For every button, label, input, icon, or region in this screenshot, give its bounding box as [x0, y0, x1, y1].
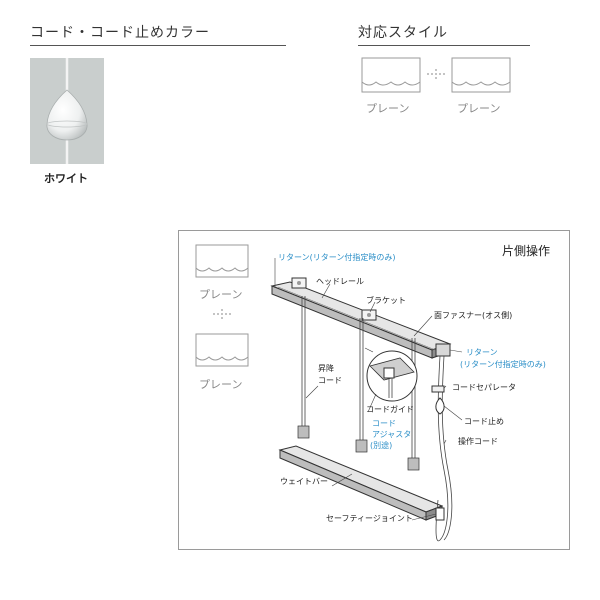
label-safety-joint: セーフティージョイント [326, 514, 413, 523]
dotted-connector-icon [427, 69, 445, 79]
diagram-title: 片側操作 [502, 244, 551, 258]
label-cord-guide: コードガイド [366, 405, 414, 414]
style-thumb-2 [451, 57, 511, 93]
label-lift-cord-1: 昇降 [318, 364, 334, 373]
cord-stopper-swatch [30, 58, 104, 164]
label-weight-bar: ウェイトバー [280, 477, 328, 486]
side-style-caption-2: プレーン [199, 378, 243, 391]
swatch-label: ホワイト [44, 172, 88, 185]
style-caption-2: プレーン [457, 102, 501, 115]
label-operating-cord: 操作コード [458, 437, 498, 446]
style-header-rule [358, 45, 530, 46]
label-cord-stopper: コード止め [464, 417, 504, 426]
cord-color-header: コード・コード止めカラー [30, 25, 210, 41]
label-head-rail: ヘッドレール [316, 277, 364, 286]
label-cord-adjuster-2: アジャスタ [372, 430, 412, 439]
label-bracket: ブラケット [366, 296, 406, 305]
label-face-fastener: 面ファスナー(オス側) [434, 311, 513, 320]
label-lift-cord-2: コード [318, 376, 342, 385]
label-return-right-1: リターン [466, 348, 498, 357]
style-header: 対応スタイル [358, 25, 448, 41]
style-thumb-1 [361, 57, 421, 93]
cord-color-header-rule [30, 45, 286, 46]
style-caption-1: プレーン [366, 102, 410, 115]
label-return-right-2: (リターン付指定時のみ) [460, 360, 546, 369]
label-cord-separator: コードセパレータ [452, 383, 516, 392]
cord-stopper-icon [46, 58, 88, 164]
label-cord-adjuster-1: コード [372, 419, 396, 428]
label-cord-adjuster-3: (別途) [370, 441, 393, 450]
diagram-frame [178, 230, 570, 550]
side-style-caption-1: プレーン [199, 288, 243, 301]
label-return-top: リターン(リターン付指定時のみ) [278, 253, 396, 262]
